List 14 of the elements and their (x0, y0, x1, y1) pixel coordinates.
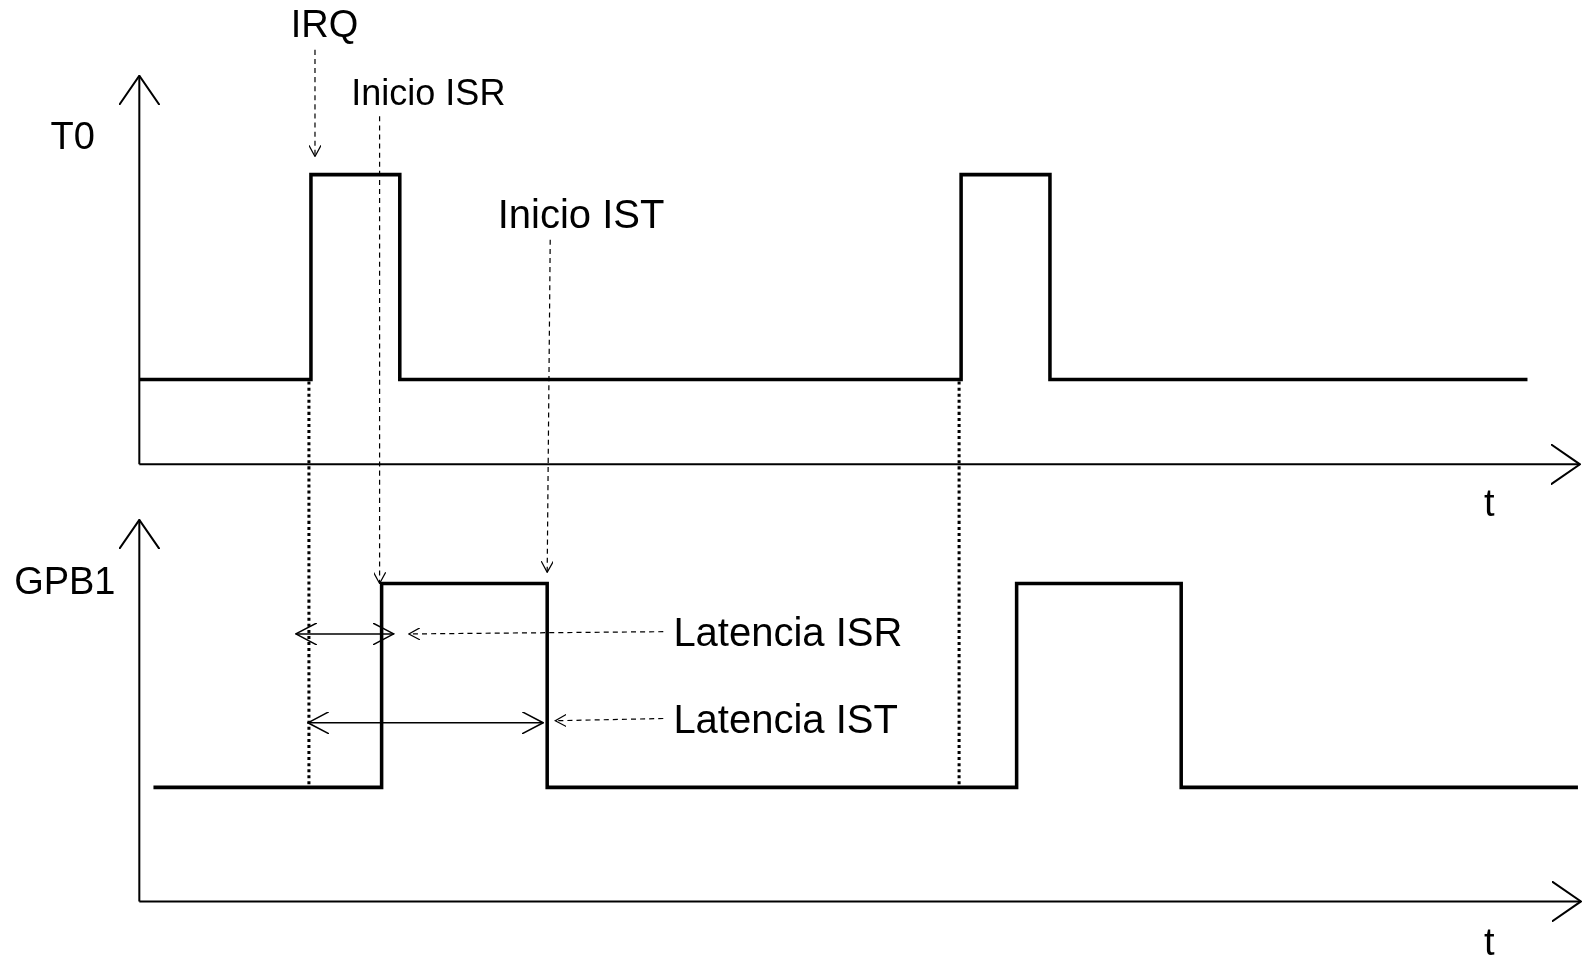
axis-label: t (1484, 921, 1495, 962)
axis-label: T0 (50, 116, 95, 158)
annotation-label: Inicio IST (497, 191, 665, 236)
leader-line (408, 627, 664, 641)
axis-label: t (1484, 482, 1495, 525)
annotation-label: IRQ (290, 4, 359, 46)
axis-label: GPB1 (14, 561, 116, 604)
leader-line (554, 713, 664, 728)
leader-line (540, 239, 554, 573)
leader-line (372, 115, 387, 585)
annotation-label: Latencia IST (673, 696, 898, 741)
leader-line (308, 49, 322, 158)
annotation-label: Inicio ISR (351, 72, 506, 113)
annotation-label: Latencia ISR (673, 609, 903, 654)
